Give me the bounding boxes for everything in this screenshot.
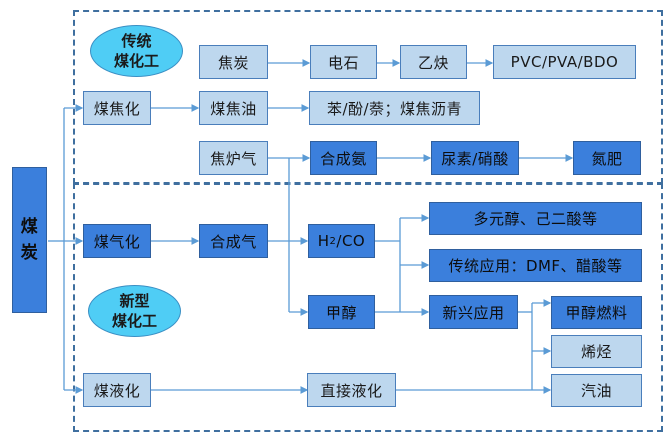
h2co-subscript: 2: [329, 235, 337, 247]
node-gasoline: 汽油: [551, 374, 642, 407]
traditional-label-line2: 煤化工: [113, 52, 159, 70]
h2co-suffix: /CO: [336, 232, 366, 250]
modern-label-line1: 新型: [119, 292, 150, 310]
modern-label-line2: 煤化工: [111, 312, 157, 330]
node-direct-liquefaction: 直接液化: [307, 373, 396, 407]
h2co-prefix: H: [317, 232, 330, 250]
traditional-label-line1: 传统: [121, 32, 152, 50]
node-traditional-applications: 传统应用：DMF、醋酸等: [429, 249, 642, 282]
node-coking: 煤焦化: [83, 91, 151, 125]
node-olefins: 烯烃: [551, 335, 642, 368]
coal-root-node: 煤 炭: [12, 167, 47, 313]
node-methanol: 甲醇: [308, 295, 375, 329]
node-pvc-pva-bdo: PVC/PVA/BDO: [493, 45, 636, 79]
node-syngas: 合成气: [199, 224, 268, 258]
traditional-coal-chemical-label: 传统 煤化工: [90, 25, 183, 77]
node-coke: 焦炭: [199, 45, 268, 79]
modern-coal-chemical-label: 新型 煤化工: [88, 285, 181, 337]
node-polyols-adipic-acid: 多元醇、己二酸等: [429, 202, 642, 235]
modern-coal-chemical-region: [73, 183, 663, 432]
node-liquefaction: 煤液化: [83, 373, 151, 407]
node-acetylene: 乙炔: [400, 45, 467, 79]
node-urea-nitric-acid: 尿素/硝酸: [431, 141, 519, 175]
node-synthetic-ammonia: 合成氨: [310, 141, 377, 175]
coal-label-line2: 炭: [20, 243, 39, 263]
node-coke-oven-gas: 焦炉气: [199, 141, 268, 175]
node-nitrogen-fertilizer: 氮肥: [573, 141, 641, 175]
node-calcium-carbide: 电石: [310, 45, 377, 79]
node-emerging-applications: 新兴应用: [429, 295, 518, 329]
node-gasification: 煤气化: [83, 224, 151, 258]
coal-label-line1: 煤: [20, 217, 39, 237]
node-benzene-phenol-pitch: 苯/酚/萘；煤焦沥青: [309, 91, 480, 125]
node-methanol-fuel: 甲醇燃料: [551, 296, 642, 329]
node-coal-tar: 煤焦油: [199, 91, 268, 125]
